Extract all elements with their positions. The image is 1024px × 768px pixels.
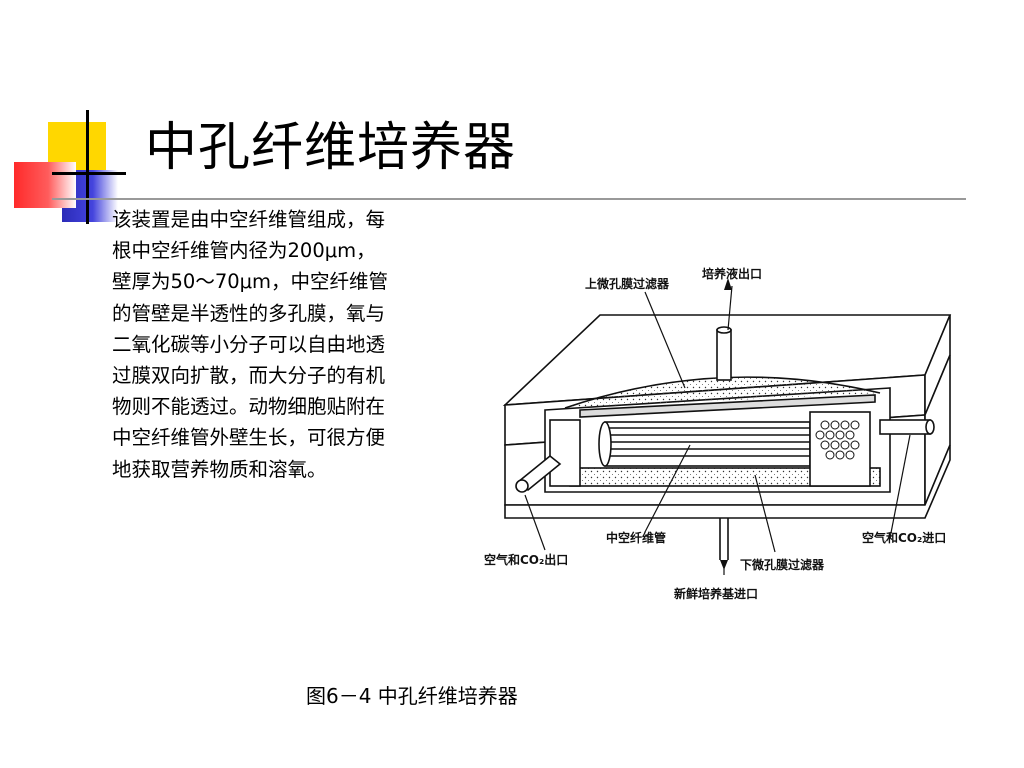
hollow-fiber-bioreactor-diagram: 上微孔膜过滤器 培养液出口 中空纤维管 下微孔膜过滤器 空气和CO₂进口 空气和… [484, 266, 952, 601]
title-rule [52, 198, 966, 200]
slide-title: 中孔纤维培养器 [145, 118, 517, 178]
label-fresh-medium-inlet: 新鲜培养基进口 [674, 586, 758, 601]
body-text: 该装置是由中空纤维管组成，每根中空纤维管内径为200μm，壁厚为50～70μm，… [112, 208, 389, 481]
label-upper-filter: 上微孔膜过滤器 [585, 276, 670, 291]
label-air-co2-outlet: 空气和CO₂出口 [484, 552, 568, 567]
horizontal-line [52, 172, 126, 175]
figure-caption: 图6－4 中孔纤维培养器 [306, 684, 518, 708]
vertical-line [86, 110, 89, 224]
red-square [14, 162, 76, 208]
label-hollow-fiber: 中空纤维管 [606, 530, 666, 545]
label-air-co2-inlet: 空气和CO₂进口 [862, 530, 946, 545]
label-medium-outlet: 培养液出口 [702, 266, 762, 281]
label-lower-filter: 下微孔膜过滤器 [740, 557, 825, 572]
